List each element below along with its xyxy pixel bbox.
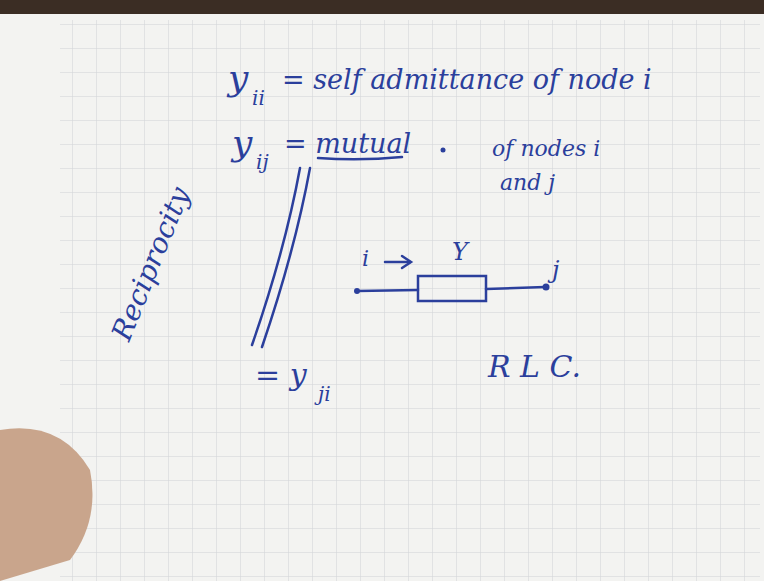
- definition: = self admittance of node i: [282, 66, 652, 93]
- note: of nodes i: [492, 138, 600, 160]
- subscript: ij: [256, 152, 269, 172]
- subscript: ji: [318, 384, 331, 404]
- symbol: y: [232, 125, 252, 161]
- equation: = y: [255, 360, 307, 390]
- symbol: y: [228, 60, 248, 96]
- definition: = mutual: [284, 130, 411, 157]
- node-label: i: [362, 248, 369, 270]
- subscript: ii: [252, 88, 265, 108]
- element-label: Y: [452, 240, 468, 264]
- node-label: j: [552, 258, 559, 282]
- note: and j: [500, 172, 555, 194]
- element-list: R L C.: [488, 352, 581, 382]
